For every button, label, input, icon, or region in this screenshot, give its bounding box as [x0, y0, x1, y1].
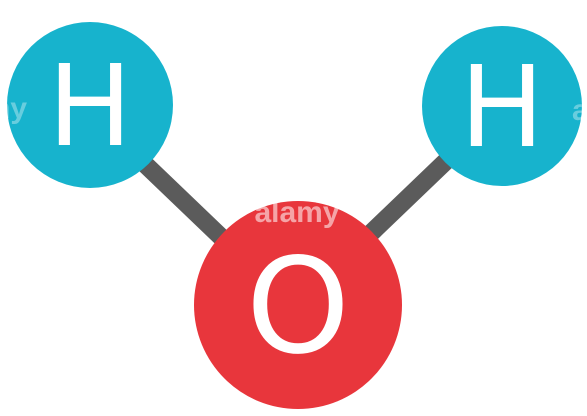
oxygen-atom-sphere [194, 201, 402, 409]
oxygen-atom: O [194, 201, 402, 409]
hydrogen-atom-left: H [7, 22, 173, 188]
hydrogen-atom-right: H [422, 26, 582, 186]
hydrogen-atom-left-label: H [48, 42, 132, 172]
oxygen-atom-label: O [246, 230, 350, 384]
watermark-left-edge: alamy [0, 92, 27, 125]
watermark-center: alamy [254, 196, 339, 229]
hydrogen-atom-left-sphere [7, 22, 173, 188]
hydrogen-atom-right-label: H [460, 43, 544, 173]
hydrogen-atom-right-sphere [422, 26, 582, 186]
watermark-right-edge: alamy [572, 94, 587, 127]
